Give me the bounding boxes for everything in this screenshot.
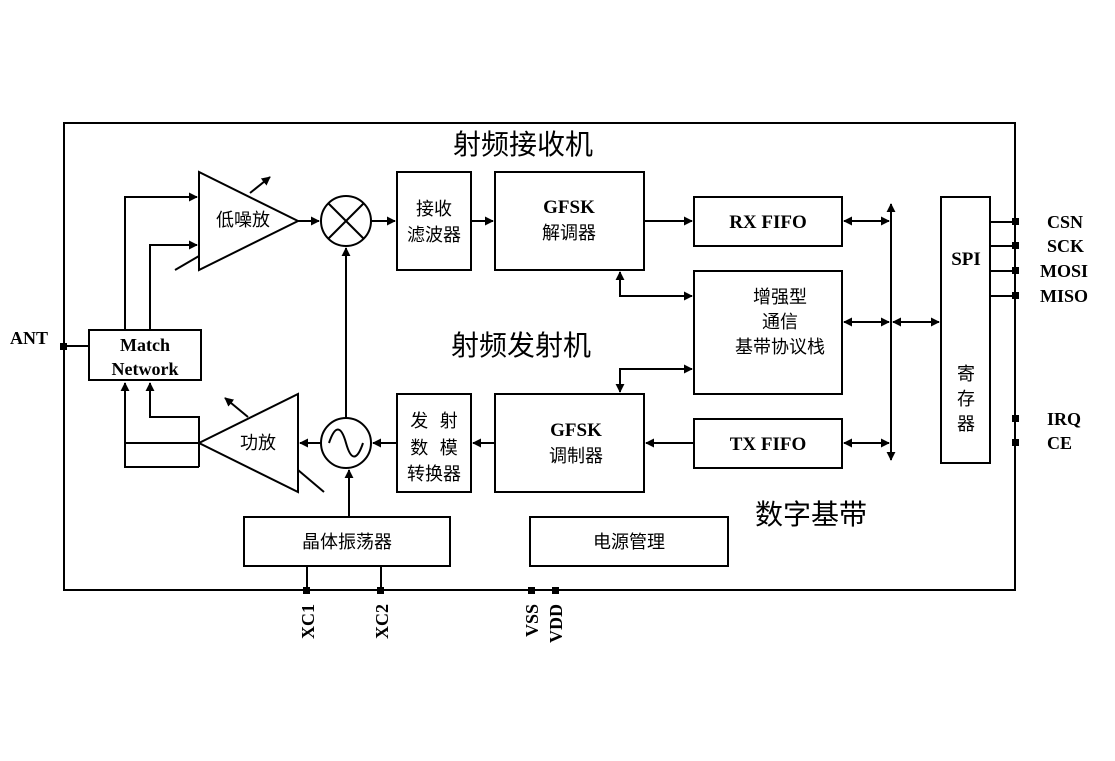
crystal-oscillator-block: [243, 516, 451, 567]
protocol-stack-block: [693, 270, 843, 395]
match-network-label-1: Match: [120, 335, 170, 355]
tx-section-title: 射频发射机: [451, 329, 591, 362]
gfsk-demodulator-block: [494, 171, 645, 271]
spi-register-block: [940, 196, 991, 464]
protocol-stack-label-1: 增强型: [753, 287, 807, 308]
register-label-2: 存: [957, 389, 975, 410]
rx-fifo-label: RX FIFO: [729, 212, 807, 233]
gfsk-demodulator-label-1: GFSK: [543, 197, 595, 218]
sck-pin-label: SCK: [1047, 236, 1084, 256]
csn-pin: [1012, 218, 1019, 225]
mosi-pin: [1012, 267, 1019, 274]
dac-label-1: 发 射: [410, 411, 457, 432]
vss-pin-label: VSS: [522, 604, 542, 637]
lna-tick: [174, 255, 200, 271]
csn-pin-label: CSN: [1047, 212, 1083, 232]
rx-filter-label-2: 滤波器: [407, 225, 461, 246]
power-management-label: 电源管理: [593, 532, 665, 553]
register-label-3: 器: [957, 414, 975, 435]
digital-baseband-title: 数字基带: [755, 498, 867, 531]
match-network-label-2: Network: [112, 359, 179, 379]
ant-pin: [60, 343, 67, 350]
spi-label: SPI: [951, 249, 981, 270]
pa-gain-arrow: [224, 397, 249, 418]
xc2-pin-label: XC2: [372, 604, 392, 639]
lna-gain-arrow: [249, 176, 271, 194]
pa-tick: [297, 469, 325, 493]
vdd-pin-label: VDD: [546, 604, 566, 643]
power-management-block: [529, 516, 729, 567]
dac-label-3: 转换器: [407, 464, 461, 485]
rx-filter-block: [396, 171, 472, 271]
pa-label: 功放: [240, 433, 276, 454]
vss-pin: [528, 587, 535, 594]
dac-label-2: 数 模: [410, 438, 457, 459]
demod-protocol-link: [615, 271, 693, 301]
gfsk-modulator-block: [494, 393, 645, 493]
tx-fifo-label: TX FIFO: [730, 434, 807, 455]
lna-amplifier: [198, 170, 301, 272]
irq-pin: [1012, 415, 1019, 422]
gfsk-modulator-label-2: 调制器: [549, 446, 603, 467]
irq-pin-label: IRQ: [1047, 409, 1081, 429]
match-network-block: [88, 329, 202, 381]
register-label-1: 寄: [957, 364, 975, 385]
pa-amplifier: [196, 392, 299, 494]
crystal-oscillator-label: 晶体振荡器: [302, 532, 392, 553]
xc1-pin-label: XC1: [298, 604, 318, 639]
rx-fifo-block: [693, 196, 843, 247]
xc2-pin: [377, 587, 384, 594]
dac-block: [396, 393, 472, 493]
miso-pin: [1012, 292, 1019, 299]
protocol-stack-label-2: 通信: [762, 312, 798, 333]
lna-label: 低噪放: [216, 210, 270, 231]
ant-pin-label: ANT: [10, 328, 48, 348]
miso-pin-label: MISO: [1040, 286, 1088, 306]
protocol-stack-label-3: 基带协议栈: [735, 337, 825, 358]
vdd-pin: [552, 587, 559, 594]
ce-pin-label: CE: [1047, 433, 1072, 453]
xc1-pin: [303, 587, 310, 594]
match-to-lna-line-1: [124, 192, 198, 330]
rx-section-title: 射频接收机: [453, 128, 593, 161]
gfsk-demodulator-label-2: 解调器: [542, 223, 596, 244]
pa-to-match-line-1: [145, 382, 200, 443]
match-to-lna-line-2: [149, 240, 198, 330]
mod-protocol-link: [615, 364, 693, 393]
sck-pin: [1012, 242, 1019, 249]
gfsk-modulator-label-1: GFSK: [550, 420, 602, 441]
mosi-pin-label: MOSI: [1040, 261, 1088, 281]
rx-filter-label-1: 接收: [416, 199, 452, 220]
ce-pin: [1012, 439, 1019, 446]
